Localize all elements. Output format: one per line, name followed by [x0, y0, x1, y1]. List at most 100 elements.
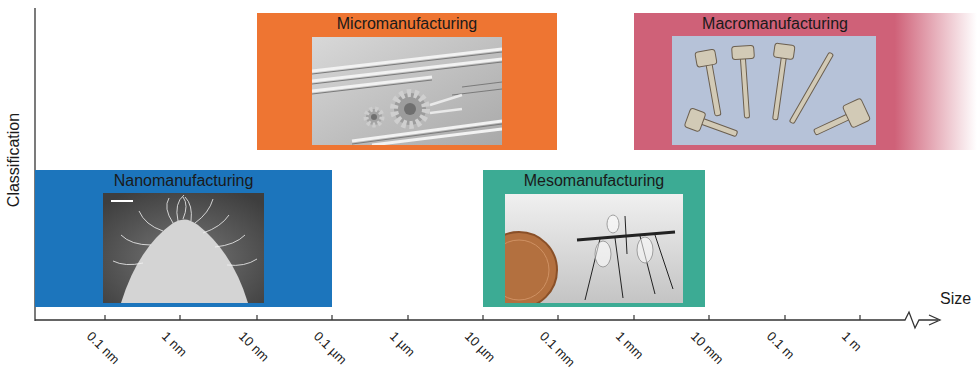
tick-label: 1 mm: [613, 328, 647, 362]
illustration-part: [203, 215, 229, 233]
illustration-part: [113, 261, 143, 265]
micro-category-box: Micromanufacturing: [257, 13, 557, 150]
illustration-part: [312, 49, 502, 145]
tick-label: 0.1 µm: [311, 328, 350, 367]
illustration-part: [740, 56, 749, 118]
tick-label: 0.1 nm: [84, 328, 123, 367]
illustration-part: [404, 103, 416, 115]
illustration-part: [121, 219, 248, 303]
axis-ticks: [105, 315, 860, 320]
illustration-part: [452, 89, 502, 95]
illustration-part: [312, 62, 502, 84]
illustration-part: [607, 215, 619, 233]
illustration-part: [684, 108, 740, 145]
macro-category-box: Macromanufacturing: [634, 13, 977, 150]
illustration-part: [505, 232, 557, 303]
category-title: Mesomanufacturing: [524, 172, 665, 190]
tick-label: 10 nm: [236, 328, 272, 364]
illustration-part: [789, 52, 833, 124]
tick-label: 10 µm: [462, 328, 498, 364]
illustration-part: [462, 82, 502, 87]
illustration-part: [684, 43, 870, 144]
illustration-part: [810, 98, 871, 143]
illustration-part: [695, 49, 717, 67]
tick-label: 10 nm: [235, 327, 273, 365]
illustration-part: [637, 237, 653, 263]
category-title: Micromanufacturing: [337, 15, 478, 33]
nano-category-box: Nanomanufacturing: [35, 170, 332, 307]
illustration-part: [312, 52, 502, 144]
illustration: [103, 193, 264, 303]
illustration-part: [312, 77, 432, 91]
illustration-part: [312, 80, 432, 94]
axis-title: Size: [940, 290, 971, 308]
meso-category-box: Mesomanufacturing: [483, 170, 705, 307]
tick-label: 0.1 m: [764, 328, 798, 362]
axis-title: Classification: [5, 113, 23, 207]
illustration-part: [312, 59, 502, 81]
illustration-part: [167, 198, 173, 223]
tick-label: 1 m: [839, 328, 865, 354]
tick-label: 0.1 nm: [83, 327, 124, 368]
illustration-part: [672, 36, 876, 145]
illustration-part: [773, 54, 787, 120]
tick-label: 1 µm: [387, 328, 418, 359]
illustration-part: [312, 49, 502, 71]
illustration-part: [842, 98, 870, 128]
illustration: [672, 36, 876, 145]
illustration: [505, 194, 683, 303]
tick-label: 0.1 mm: [536, 327, 579, 370]
tick-label: 1 mm: [612, 327, 648, 363]
axis-arrowhead: [929, 315, 940, 325]
illustration-part: [312, 37, 502, 145]
illustration-part: [113, 195, 257, 265]
axis-title: Size: [940, 290, 971, 308]
tick-label: 10 mm: [688, 328, 727, 367]
illustration-part: [227, 259, 257, 265]
tick-label: 10 mm: [687, 327, 728, 368]
illustration-part: [430, 95, 462, 113]
illustration-part: [195, 199, 213, 223]
illustration-part: [789, 52, 833, 124]
illustration-part: [732, 45, 759, 118]
illustration-part: [394, 93, 426, 125]
illustration-part: [577, 216, 675, 300]
illustration-part: [111, 200, 133, 202]
illustration-part: [183, 197, 186, 219]
illustration-part: [177, 195, 184, 221]
tick-label: 0.1 m: [763, 327, 799, 363]
illustration-part: [595, 241, 611, 267]
illustration-part: [371, 114, 377, 120]
illustration-part: [706, 61, 721, 116]
illustration-part: [655, 235, 673, 289]
illustration-part: [505, 240, 549, 300]
illustration-part: [625, 216, 627, 254]
illustration-part: [312, 52, 502, 74]
axis-title: Classification: [5, 113, 23, 207]
tick-label: 1 m: [838, 327, 866, 355]
illustration-part: [595, 215, 653, 267]
illustration-part: [684, 108, 706, 132]
illustration-part: [185, 197, 191, 221]
illustration: [312, 37, 502, 145]
tick-label: 1 nm: [158, 327, 191, 360]
illustration-part: [372, 129, 502, 145]
illustration-part: [103, 193, 264, 303]
tick-label: 0.1 µm: [310, 327, 351, 368]
illustration-part: [765, 43, 795, 121]
tick-label: 10 µm: [461, 327, 499, 365]
illustration-part: [215, 235, 245, 247]
illustration-part: [139, 211, 163, 231]
tick-label: 0.1 mm: [537, 328, 578, 369]
illustration-part: [121, 235, 151, 245]
category-title: Macromanufacturing: [702, 15, 848, 33]
tick-label: 1 nm: [159, 328, 190, 359]
illustration-part: [732, 45, 755, 60]
tick-label: 1 µm: [386, 327, 419, 360]
x-axis-with-break: [35, 312, 938, 328]
category-title: Nanomanufacturing: [114, 172, 254, 190]
illustration-part: [366, 109, 382, 125]
illustration-part: [773, 43, 795, 60]
